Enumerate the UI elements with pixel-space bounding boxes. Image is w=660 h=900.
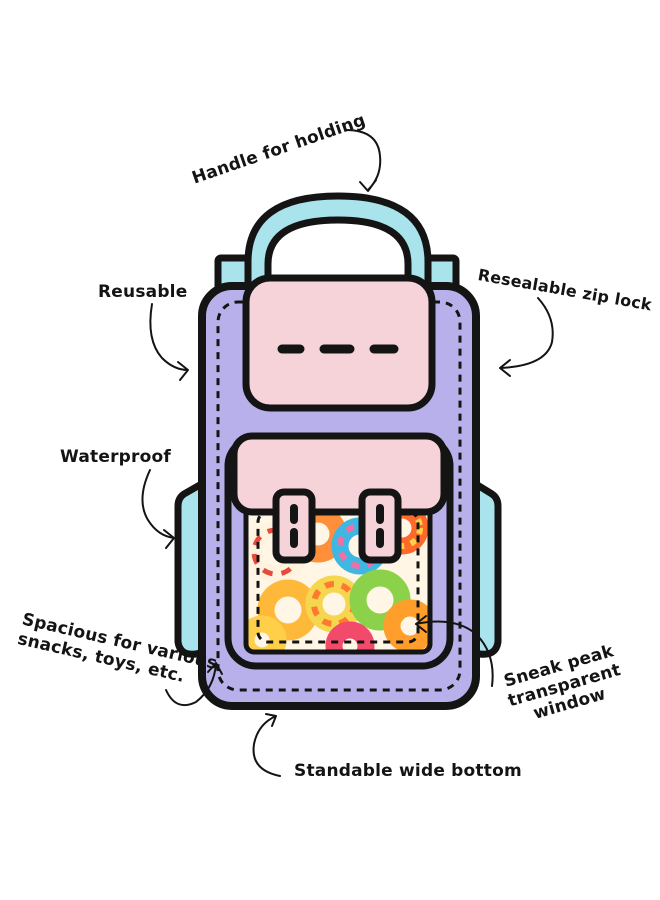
handle — [244, 192, 432, 292]
handle-arrow-icon — [345, 129, 382, 192]
reusable-arrow-icon — [149, 303, 189, 381]
pocket-flap — [230, 432, 448, 516]
window-arrow-icon — [415, 615, 494, 687]
spacious-arrow-icon — [165, 662, 223, 706]
zip-arrow-icon — [499, 297, 554, 377]
label-standable-bottom: Standable wide bottom — [294, 761, 522, 781]
right-buckle — [358, 488, 402, 564]
label-reusable: Reusable — [98, 282, 188, 302]
label-waterproof: Waterproof — [60, 447, 171, 467]
bottom-arrow-icon — [252, 713, 281, 777]
body-stitching — [216, 300, 462, 692]
transparent-window — [246, 500, 430, 652]
left-buckle — [272, 488, 316, 564]
waterproof-arrow-icon — [141, 469, 175, 549]
top-flap — [242, 274, 436, 412]
